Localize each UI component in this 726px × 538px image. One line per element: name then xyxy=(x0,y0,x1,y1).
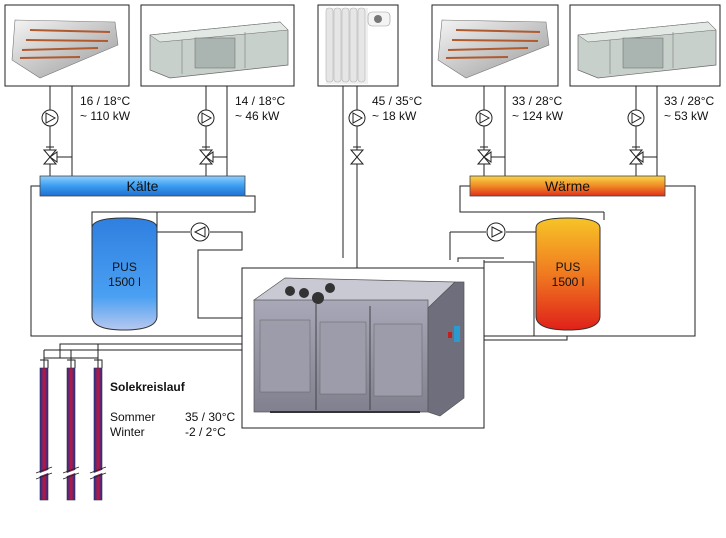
consumer-4-temp: 33 / 28°C xyxy=(512,94,563,108)
brine-winter-temps: -2 / 2°C xyxy=(185,425,226,439)
cold-tank-label: PUS 1500 l xyxy=(92,260,157,290)
consumer-3-power: ~ 18 kW xyxy=(372,109,417,123)
consumer-1-power: ~ 110 kW xyxy=(80,109,131,123)
brine-winter-season: Winter xyxy=(110,425,145,439)
cold-buffer-tank xyxy=(91,217,158,331)
pump-icon xyxy=(486,222,506,242)
consumer-3-label: 45 / 35°C ~ 18 kW xyxy=(372,94,422,124)
warm-distributor-label: Wärme xyxy=(544,178,591,194)
piping xyxy=(30,86,696,358)
pump-icon xyxy=(197,109,215,127)
valves xyxy=(42,146,657,165)
ceiling-panel-left xyxy=(11,19,119,79)
valve-icon xyxy=(476,146,505,165)
ceiling-panel-right xyxy=(437,19,550,79)
consumer-1-label: 16 / 18°C ~ 110 kW xyxy=(80,94,130,124)
consumer-5-temp: 33 / 28°C xyxy=(664,94,715,108)
consumer-1-temp: 16 / 18°C xyxy=(80,94,131,108)
pump-icon xyxy=(475,109,493,127)
pump-icon xyxy=(41,109,59,127)
pumps xyxy=(41,109,645,242)
consumer-2-label: 14 / 18°C ~ 46 kW xyxy=(235,94,285,124)
warm-tank-label: PUS 1500 l xyxy=(536,260,600,290)
warm-tank-name: PUS xyxy=(555,260,581,274)
consumer-5-label: 33 / 28°C ~ 53 kW xyxy=(664,94,714,124)
pump-icon xyxy=(627,109,645,127)
consumer-5-power: ~ 53 kW xyxy=(664,109,709,123)
brine-summer-temps: 35 / 30°C xyxy=(185,410,236,424)
pump-icon xyxy=(190,222,210,242)
air-handler-left xyxy=(149,21,289,79)
heat-pump-unit xyxy=(252,277,465,417)
air-handler-right xyxy=(577,21,717,79)
valve-icon xyxy=(42,146,72,165)
consumer-4-power: ~ 124 kW xyxy=(512,109,564,123)
consumer-3-temp: 45 / 35°C xyxy=(372,94,423,108)
radiator xyxy=(325,7,391,84)
consumer-4-label: 33 / 28°C ~ 124 kW xyxy=(512,94,563,124)
valve-icon xyxy=(198,146,227,165)
warm-tank-volume: 1500 l xyxy=(551,275,585,289)
ground-probes xyxy=(35,344,107,501)
cold-tank-name: PUS xyxy=(112,260,137,274)
valve-icon xyxy=(349,146,365,165)
warm-distributor-bar xyxy=(469,175,666,197)
cold-distributor-bar xyxy=(39,175,246,197)
brine-summer-season: Sommer xyxy=(110,410,156,424)
brine-title: Solekreislauf xyxy=(110,380,185,394)
pump-icon xyxy=(348,109,366,127)
valve-icon xyxy=(628,146,657,165)
warm-buffer-tank xyxy=(535,217,601,331)
cold-distributor-label: Kälte xyxy=(126,178,159,194)
consumer-2-temp: 14 / 18°C xyxy=(235,94,286,108)
cold-tank-volume: 1500 l xyxy=(108,275,141,289)
consumer-2-power: ~ 46 kW xyxy=(235,109,280,123)
